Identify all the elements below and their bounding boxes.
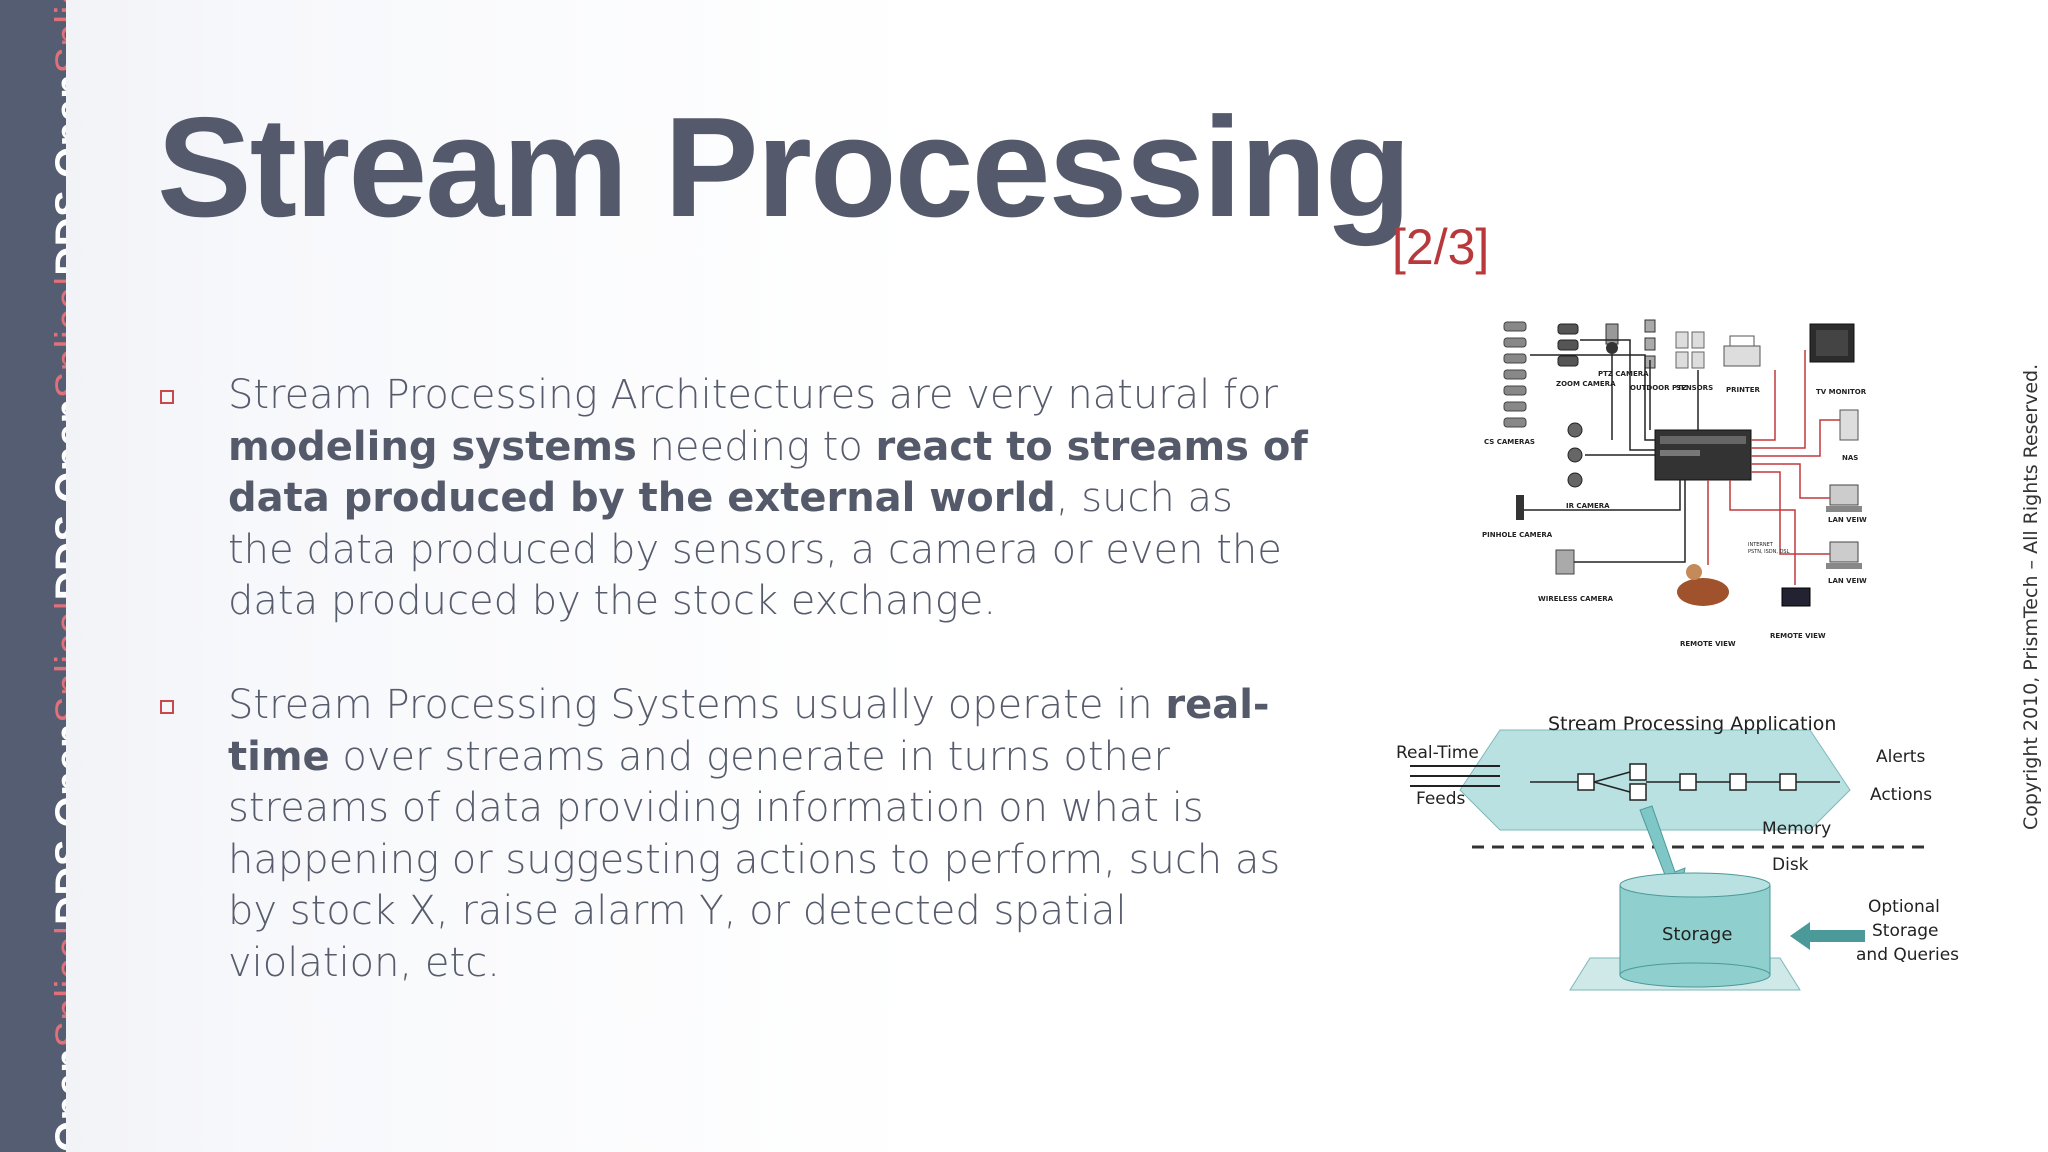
processing-nodes	[1577, 763, 1797, 801]
sidebar-brand-dds: DDS	[48, 189, 66, 276]
slide-subtitle: [2/3]	[1392, 219, 1490, 275]
bullet-text: Stream Processing Architectures are very…	[228, 370, 1308, 628]
label-zoom-camera: ZOOM CAMERA	[1556, 380, 1616, 388]
sidebar-brand-splice: Splice	[48, 0, 66, 74]
bullet-square-icon	[160, 700, 174, 714]
actions-label: Actions	[1870, 785, 1932, 805]
bullet-fragment: over streams and generate in turns other…	[228, 733, 1281, 986]
optional-label-3: and Queries	[1856, 945, 1959, 965]
bullet-emphasis: modeling systems	[228, 423, 637, 470]
output-lines	[1707, 350, 1840, 585]
label-lan-view-2: LAN VEIW	[1828, 577, 1867, 585]
diagram-labels: CS CAMERAS ZOOM CAMERA PTZ CAMERA OUTDOO…	[1482, 370, 1867, 648]
copyright-notice: Copyright 2010, PrismTech – All Rights R…	[2020, 363, 2042, 830]
lan-view-2	[1826, 541, 1862, 569]
disk-label: Disk	[1772, 855, 1809, 875]
label-printer: PRINTER	[1726, 386, 1761, 394]
sidebar-brand-bar: |	[48, 276, 66, 287]
ptz-camera	[1605, 323, 1619, 354]
dvr-server	[1654, 429, 1752, 481]
label-tv-monitor: TV MONITOR	[1816, 388, 1867, 396]
bullet-emphasis: react to streams of data produced by the…	[228, 423, 1308, 522]
label-ptz-camera: PTZ CAMERA	[1598, 370, 1649, 378]
sidebar-brand-splice: Splice	[48, 935, 66, 1048]
connection-lines	[1524, 339, 1699, 563]
sidebar-brand-dds: DDS	[48, 838, 66, 925]
stream-processing-pipeline-diagram: Stream Processing Application Real-Time …	[1396, 713, 1959, 991]
pinhole-camera	[1516, 495, 1524, 520]
sidebar-brand-strip: OpenSplice|DDS OpenSplice|DDS OpenSplice…	[0, 0, 66, 1152]
zoom-cameras-group	[1557, 323, 1579, 367]
feeds-label: Feeds	[1416, 789, 1466, 809]
label-remote-view-1: REMOTE VIEW	[1680, 640, 1736, 648]
nas	[1839, 409, 1859, 441]
label-cs-cameras: CS CAMERAS	[1484, 438, 1535, 446]
real-time-label: Real-Time	[1396, 743, 1479, 763]
sidebar-brand-bar: |	[48, 925, 66, 936]
bullet-fragment: Stream Processing Architectures are very…	[228, 372, 1278, 418]
label-pinhole-camera: PINHOLE CAMERA	[1482, 531, 1553, 539]
ir-cameras	[1567, 422, 1583, 488]
printer	[1723, 335, 1761, 367]
bullet-fragment: Stream Processing Systems usually operat…	[228, 682, 1166, 728]
cs-cameras-group	[1503, 321, 1527, 428]
node-links	[1530, 771, 1840, 793]
storage-cylinder	[1619, 872, 1771, 988]
label-pstn: PSTN, ISDN, DSL	[1748, 549, 1790, 555]
bullet-fragment: needing to	[636, 423, 876, 470]
app-label: Stream Processing Application	[1548, 713, 1836, 735]
bullet-emphasis: real-time	[228, 682, 1270, 780]
label-remote-view-2: REMOTE VIEW	[1770, 632, 1826, 640]
sidebar-brand-bar: |	[48, 600, 66, 611]
sidebar-brand-open: Open	[48, 723, 66, 828]
input-arrows	[1410, 765, 1500, 787]
label-wireless-camera: WIRELESS CAMERA	[1538, 595, 1614, 603]
application-band	[1459, 729, 1851, 831]
wireless-camera	[1555, 549, 1575, 575]
remote-view-operator	[1677, 564, 1729, 606]
sidebar-brand-text: OpenSplice|DDS OpenSplice|DDS OpenSplice…	[48, 0, 66, 1152]
bullet-text: Stream Processing Systems usually operat…	[228, 680, 1308, 989]
optional-label-1: Optional	[1868, 897, 1940, 917]
optional-label-2: Storage	[1872, 921, 1939, 941]
label-nas: NAS	[1842, 454, 1858, 462]
label-ir-camera: IR CAMERA	[1566, 502, 1610, 510]
sidebar-brand-dds: DDS	[48, 514, 66, 601]
query-arrow	[1790, 922, 1865, 950]
alerts-label: Alerts	[1876, 747, 1925, 767]
surveillance-network-diagram: CS CAMERAS ZOOM CAMERA PTZ CAMERA OUTDOO…	[1482, 319, 1867, 648]
sidebar-brand-open: Open	[48, 1047, 66, 1152]
slide-title: Stream Processing	[157, 88, 1411, 247]
label-outdoor-ptz: OUTDOOR PTZ	[1630, 384, 1687, 392]
remote-view-laptop	[1781, 587, 1811, 607]
tv-monitor	[1809, 323, 1855, 363]
label-lan-view-1: LAN VEIW	[1828, 516, 1867, 524]
label-sensors: SENSORS	[1676, 384, 1713, 392]
bullet-square-icon	[160, 390, 174, 404]
memory-label: Memory	[1762, 819, 1831, 839]
sidebar-brand-open: Open	[48, 398, 66, 503]
sidebar-brand-splice: Splice	[48, 611, 66, 724]
label-internet: INTERNET	[1748, 542, 1774, 548]
sidebar-brand-splice: Splice	[48, 286, 66, 399]
sensors	[1675, 331, 1705, 369]
lan-view-1	[1826, 484, 1862, 512]
sidebar-brand-open: Open	[48, 73, 66, 179]
storage-label: Storage	[1662, 924, 1732, 945]
bullet-fragment: , such as the data produced by sensors, …	[228, 475, 1282, 624]
